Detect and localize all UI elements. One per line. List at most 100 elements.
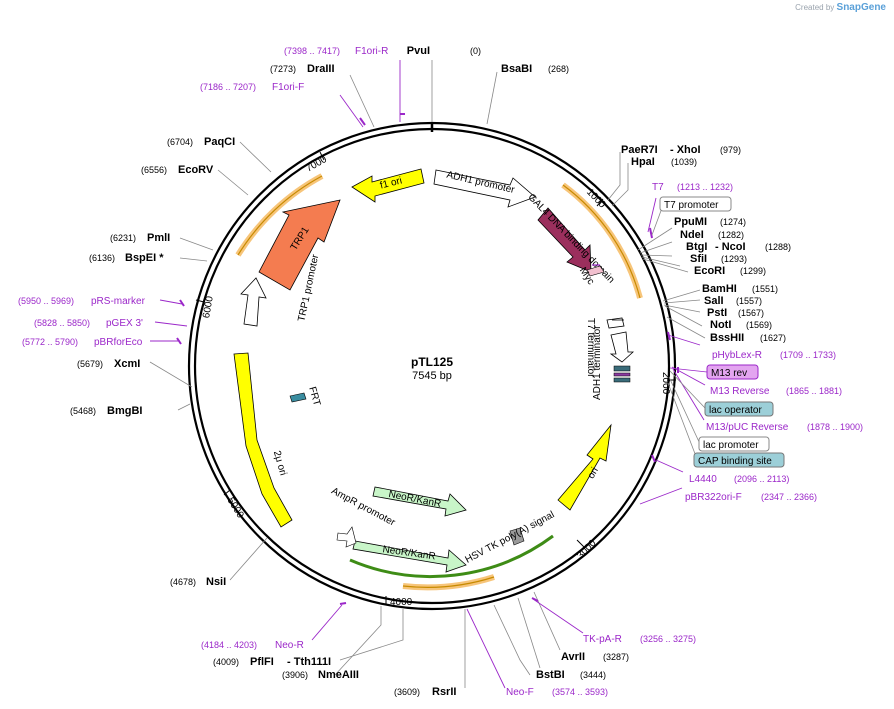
tick-5000-mark bbox=[223, 489, 231, 496]
enzyme-nmeaiii[interactable]: NmeAIII bbox=[318, 669, 359, 681]
enzyme-paer7i[interactable]: PaeR7I bbox=[621, 144, 658, 156]
feature-lac-block-3 bbox=[613, 377, 631, 383]
feature-gal4-dbd bbox=[537, 207, 592, 273]
feature-frt bbox=[289, 392, 307, 403]
enzyme-bsabi[interactable]: BsaBI bbox=[501, 63, 532, 75]
enzyme-ndei-pos: (1282) bbox=[718, 230, 744, 240]
enzyme-ppumi[interactable]: PpuMI bbox=[674, 216, 707, 228]
enzyme-avrii-pos: (3287) bbox=[603, 652, 629, 662]
enzyme-rsrii-pos: (3609) bbox=[394, 687, 420, 697]
feature-adh1-terminator bbox=[609, 331, 635, 363]
t7-promoter-leader bbox=[651, 207, 663, 236]
tick-6000-mark bbox=[195, 299, 205, 303]
primer-l4440[interactable]: L4440 bbox=[689, 474, 717, 485]
feature-neor-kanr-2 bbox=[352, 540, 467, 573]
tick-6000: 6000 bbox=[201, 295, 216, 319]
t7-promoter-box[interactable] bbox=[659, 196, 732, 212]
enzyme-tth111i[interactable]: - Tth111I bbox=[287, 656, 331, 668]
enzyme-bsshii[interactable]: BssHII bbox=[710, 332, 744, 344]
enzyme-ecorv[interactable]: EcoRV bbox=[178, 164, 214, 176]
enzyme-bamhi-pos: (1551) bbox=[752, 284, 778, 294]
feature-neor-kanr-1 bbox=[372, 486, 467, 517]
enzyme-psti[interactable]: PstI bbox=[707, 307, 727, 319]
enzyme-hpai[interactable]: HpaI bbox=[631, 156, 655, 168]
primer-pbr322ori-f[interactable]: pBR322ori-F bbox=[685, 492, 742, 503]
primer-prs-marker[interactable]: pRS-marker bbox=[91, 296, 146, 307]
enzyme-bamhi[interactable]: BamHI bbox=[702, 283, 737, 295]
enzyme-draiii[interactable]: DraIII bbox=[307, 63, 335, 75]
feature-arc-orange-bottom-line bbox=[402, 576, 495, 588]
primer-t7[interactable]: T7 bbox=[652, 182, 664, 193]
enzyme-noti[interactable]: NotI bbox=[710, 319, 731, 331]
feature-t7-terminator-label: T7 terminator bbox=[585, 318, 596, 378]
m13-rev-label: M13 rev bbox=[711, 368, 747, 379]
enzyme-pvui[interactable]: PvuI bbox=[407, 45, 430, 57]
primer-leader-lines bbox=[150, 60, 706, 689]
primer-neo-f-pos: (3574 .. 3593) bbox=[552, 687, 608, 697]
enzyme-sali[interactable]: SalI bbox=[704, 295, 724, 307]
t7-promoter-label: T7 promoter bbox=[664, 200, 719, 211]
enzyme-paer7i-pos: (979) bbox=[720, 145, 741, 155]
primer-tk-pa-r[interactable]: TK-pA-R bbox=[583, 634, 622, 645]
created-by-text: Created by bbox=[795, 3, 835, 12]
primer-m13-puc-reverse-pos: (1878 .. 1900) bbox=[807, 422, 863, 432]
m13-rev-leader bbox=[669, 367, 708, 373]
primer-phyblex-r-pos: (1709 .. 1733) bbox=[780, 350, 836, 360]
primer-m13-reverse[interactable]: M13 Reverse bbox=[710, 386, 770, 397]
enzyme-rsrii[interactable]: RsrII bbox=[432, 686, 456, 698]
lac-operator-box[interactable] bbox=[704, 401, 774, 417]
lac-promoter-box[interactable] bbox=[698, 436, 770, 452]
lac-promoter-leader bbox=[668, 376, 701, 445]
enzyme-bspei[interactable]: BspEI * bbox=[125, 252, 164, 264]
enzyme-ecori[interactable]: EcoRI bbox=[694, 265, 725, 277]
snapgene-logo-text: SnapGene bbox=[836, 2, 886, 13]
feature-neor-kanr-2-label: NeoR/KanR bbox=[382, 544, 436, 562]
enzyme-paqci[interactable]: PaqCI bbox=[204, 136, 235, 148]
primer-pbrforeco[interactable]: pBRforEco bbox=[94, 337, 143, 348]
enzyme-pmli[interactable]: PmlI bbox=[147, 232, 170, 244]
feature-2mu-ori-label: 2μ ori bbox=[271, 450, 289, 477]
tick-3000-mark bbox=[576, 539, 585, 548]
enzyme-leader-lines bbox=[149, 60, 706, 688]
primer-neo-f[interactable]: Neo-F bbox=[506, 687, 534, 698]
enzyme-bstbi-pos: (3444) bbox=[580, 670, 606, 680]
cap-binding-site-box[interactable] bbox=[693, 452, 785, 468]
feature-2mu-ori bbox=[233, 352, 293, 528]
enzyme-btgi[interactable]: BtgI bbox=[686, 241, 707, 253]
primer-f1ori-r[interactable]: F1ori-R bbox=[355, 46, 388, 57]
enzyme-bsshii-pos: (1627) bbox=[760, 333, 786, 343]
primer-pbr322ori-f-pos: (2347 .. 2366) bbox=[761, 492, 817, 502]
feature-f1-ori-label: f1 ori bbox=[379, 175, 403, 191]
primer-neo-r-pos: (4184 .. 4203) bbox=[201, 640, 257, 650]
enzyme-bspei-pos: (6136) bbox=[89, 253, 115, 263]
primer-phyblex-r[interactable]: pHybLex-R bbox=[712, 350, 762, 361]
primer-f1ori-f[interactable]: F1ori-F bbox=[272, 82, 304, 93]
enzyme-xcmi[interactable]: XcmI bbox=[114, 358, 140, 370]
enzyme-ncoi[interactable]: - NcoI bbox=[715, 241, 746, 253]
primer-neo-r[interactable]: Neo-R bbox=[275, 640, 304, 651]
feature-neor-kanr-1-label: NeoR/KanR bbox=[388, 489, 442, 510]
feature-ori bbox=[557, 423, 612, 511]
enzyme-ndei[interactable]: NdeI bbox=[680, 229, 704, 241]
enzyme-xhoi[interactable]: - XhoI bbox=[670, 144, 701, 156]
enzyme-hpai-pos: (1039) bbox=[671, 157, 697, 167]
primer-t7-pos: (1213 .. 1232) bbox=[677, 182, 733, 192]
feature-adh1-promoter bbox=[433, 169, 536, 208]
m13-rev-box[interactable] bbox=[706, 364, 759, 380]
enzyme-pflfi[interactable]: PflFI bbox=[250, 656, 274, 668]
enzyme-paqci-pos: (6704) bbox=[167, 137, 193, 147]
enzyme-pmli-pos: (6231) bbox=[110, 233, 136, 243]
primer-pgex-3[interactable]: pGEX 3' bbox=[106, 318, 143, 329]
primer-m13-puc-reverse[interactable]: M13/pUC Reverse bbox=[706, 422, 789, 433]
enzyme-ecorv-pos: (6556) bbox=[141, 165, 167, 175]
enzyme-sfii-pos: (1293) bbox=[721, 254, 747, 264]
plasmid-name: pTL125 bbox=[411, 355, 453, 369]
enzyme-bstbi[interactable]: BstBI bbox=[536, 669, 565, 681]
enzyme-avrii[interactable]: AvrII bbox=[561, 651, 585, 663]
enzyme-sfii[interactable]: SfiI bbox=[690, 253, 707, 265]
primer-markers bbox=[176, 113, 679, 605]
enzyme-nsii[interactable]: NsiI bbox=[206, 576, 226, 588]
enzyme-bmgbi[interactable]: BmgBI bbox=[107, 405, 142, 417]
feature-adh1-terminator-label: ADH1 terminator bbox=[592, 325, 603, 400]
